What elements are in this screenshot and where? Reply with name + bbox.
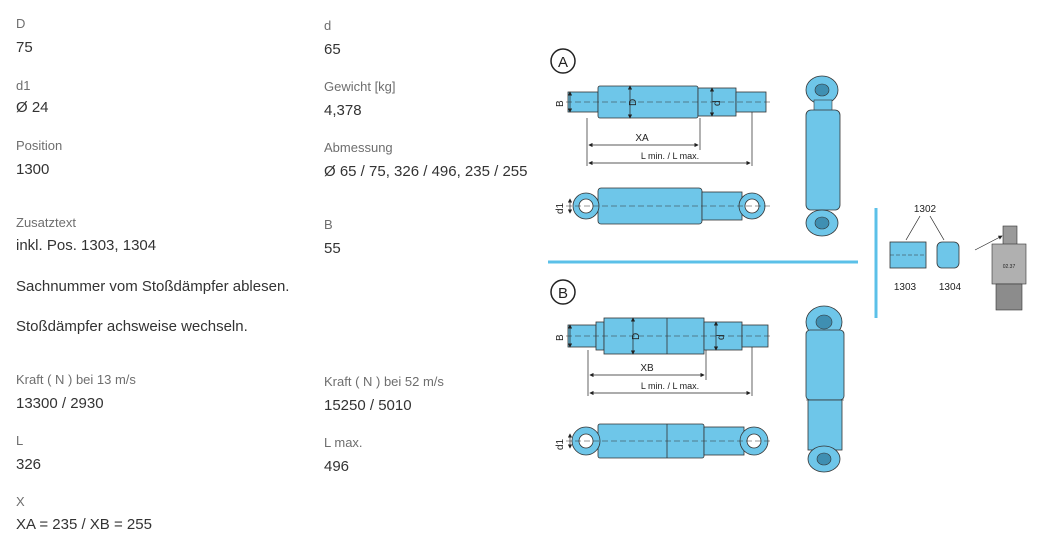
dimension-XA: XA L min. / L max.: [586, 112, 753, 166]
label-part-1304: 1304: [939, 282, 962, 293]
label-d-a: d: [712, 100, 723, 106]
spec-label-weight: Gewicht [kg]: [324, 79, 396, 94]
shock-a-top-view: d1: [555, 187, 772, 225]
spec-label-B: B: [324, 217, 333, 232]
damper-detail: 02.37: [974, 225, 1027, 311]
spec-label-d1: d1: [16, 78, 31, 93]
spec-label-Lmax: L max.: [324, 435, 363, 450]
shock-b-3d: [805, 305, 845, 473]
spec-label-d: d: [324, 18, 332, 33]
spec-value-zusatztext: inkl. Pos. 1303, 1304: [16, 237, 157, 254]
spec-value-dimension: Ø 65 / 75, 326 / 496, 235 / 255: [324, 163, 528, 180]
label-length-a: L min. / L max.: [641, 151, 699, 161]
spec-value-d: 65: [324, 41, 341, 58]
label-D-b: D: [631, 333, 642, 340]
dimension-XB: XB L min. / L max.: [587, 347, 753, 396]
label-XA: XA: [635, 133, 649, 144]
damper-badge-text: 02.37: [1003, 264, 1016, 270]
variant-b-badge: B: [550, 279, 576, 305]
note-replace-per-axle: Stoßdämpfer achsweise wechseln.: [16, 318, 248, 335]
spec-value-X: XA = 235 / XB = 255: [16, 516, 152, 533]
shock-a-3d: [805, 75, 841, 237]
spec-value-weight: 4,378: [324, 102, 362, 119]
note-read-part-number: Sachnummer vom Stoßdämpfer ablesen.: [16, 278, 290, 295]
spec-value-force-52: 15250 / 5010: [324, 397, 412, 414]
spec-label-L: L: [16, 433, 24, 448]
spec-label-force-52: Kraft ( N ) bei 52 m/s: [324, 374, 444, 389]
spec-value-L: 326: [16, 456, 42, 473]
spec-label-D: D: [16, 16, 26, 31]
label-d1-a: d1: [555, 202, 566, 214]
spec-label-zusatztext: Zusatztext: [16, 215, 76, 230]
shock-b-top-view: d1: [555, 423, 772, 459]
variant-b-letter: B: [558, 285, 568, 302]
shock-a-side-view: D d B: [555, 85, 772, 119]
spec-label-force-13: Kraft ( N ) bei 13 m/s: [16, 372, 136, 387]
shock-b-side-view: D d B: [555, 317, 772, 355]
label-part-1302: 1302: [914, 204, 937, 215]
label-B-b: B: [555, 334, 566, 341]
bushing-parts: 1302 1303 1304: [889, 204, 962, 293]
label-D-a: D: [628, 99, 639, 106]
spec-label-dimension: Abmessung: [324, 140, 393, 155]
spec-label-position: Position: [16, 138, 63, 153]
spec-value-Lmax: 496: [324, 458, 350, 475]
label-part-1303: 1303: [894, 282, 917, 293]
variant-a-badge: A: [550, 48, 576, 74]
shock-absorber-diagram: A D d B XA L min. / L max. d1: [548, 48, 1027, 473]
spec-value-B: 55: [324, 240, 341, 257]
spec-value-d1: Ø 24: [16, 99, 49, 116]
label-B-a: B: [555, 100, 566, 107]
spec-value-force-13: 13300 / 2930: [16, 395, 104, 412]
label-length-b: L min. / L max.: [641, 381, 699, 391]
label-XB: XB: [640, 363, 654, 374]
spec-label-X: X: [16, 494, 25, 509]
spec-value-D: 75: [16, 39, 33, 56]
bushing-1304: [936, 241, 960, 269]
label-d-b: d: [716, 334, 727, 340]
spec-value-position: 1300: [16, 161, 50, 178]
variant-a-letter: A: [558, 54, 568, 71]
label-d1-b: d1: [555, 438, 566, 450]
